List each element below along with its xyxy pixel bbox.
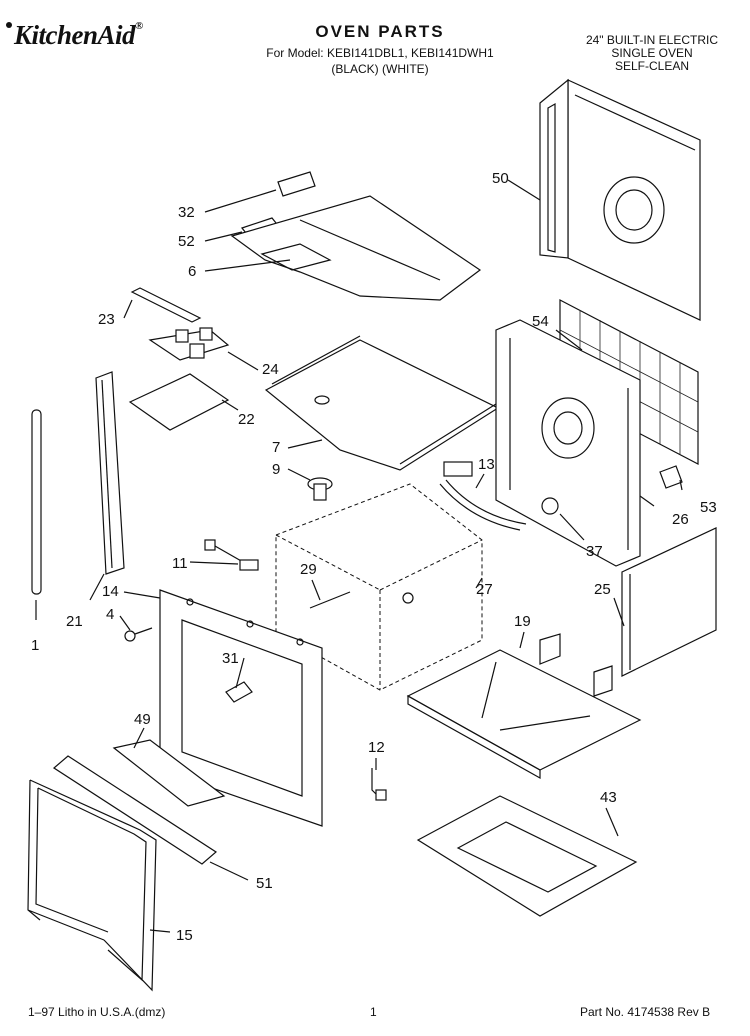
part-label-31: 31 [222, 650, 239, 667]
footer-page-number: 1 [370, 1005, 377, 1019]
door-trim-drawing [53, 755, 217, 865]
part-label-51: 51 [256, 875, 273, 892]
part-label-26: 26 [672, 511, 689, 528]
insulation-pad-drawing [128, 373, 230, 431]
switch-assembly-drawing [148, 327, 230, 361]
part-label-4: 4 [106, 606, 114, 623]
logo-bullet-icon [6, 22, 12, 28]
part-label-29: 29 [300, 561, 317, 578]
brand-logo: KitchenAid® [14, 20, 143, 51]
part-label-14: 14 [102, 583, 119, 600]
side-panel-drawing [621, 527, 717, 677]
part-label-7: 7 [272, 439, 280, 456]
footer-part-number: Part No. 4174538 Rev B [580, 1005, 711, 1019]
top-panel-drawing [230, 171, 482, 301]
model-numbers: For Model: KEBI141DBL1, KEBI141DWH1 [266, 46, 494, 60]
product-description-line-2: SINGLE OVEN [611, 46, 693, 60]
part-label-37: 37 [586, 543, 603, 560]
leader-lines [35, 179, 683, 933]
part-label-11: 11 [172, 555, 188, 572]
front-frame-drawing [159, 589, 323, 827]
clip-drawing [659, 465, 683, 489]
part-label-25: 25 [594, 581, 611, 598]
part-label-49: 49 [134, 711, 151, 728]
part-label-52: 52 [178, 233, 195, 250]
footer-print-info: 1–97 Litho in U.S.A.(dmz) [28, 1005, 166, 1019]
part-label-1: 1 [31, 637, 39, 654]
fan-blade-drawing [541, 497, 559, 515]
vent-tube-drawing [31, 409, 42, 595]
product-description-line-1: 24" BUILT-IN ELECTRIC [585, 33, 719, 47]
bake-element-drawing [439, 461, 527, 531]
part-label-15: 15 [176, 927, 193, 944]
part-label-13: 13 [478, 456, 495, 473]
part-label-43: 43 [600, 789, 617, 806]
part-label-22: 22 [238, 411, 255, 428]
part-label-32: 32 [178, 204, 195, 221]
part-label-54: 54 [532, 313, 549, 330]
light-socket-drawing [225, 681, 253, 703]
part-label-24: 24 [262, 361, 279, 378]
part-label-12: 12 [368, 739, 385, 756]
hinge-clip-drawing [371, 768, 387, 801]
logo-trademark: ® [135, 20, 143, 32]
oven-top-wrap-drawing [264, 335, 500, 471]
part-label-27: 27 [476, 581, 493, 598]
rear-panel-drawing [539, 78, 701, 321]
part-label-23: 23 [98, 311, 115, 328]
side-trim-drawing [95, 371, 125, 575]
vent-trim-drawing [112, 739, 226, 807]
part-label-6: 6 [188, 263, 196, 280]
part-label-53: 53 [700, 499, 717, 516]
model-colors: (BLACK) (WHITE) [331, 62, 429, 76]
part-label-21: 21 [66, 613, 83, 630]
sensor-drawing [204, 539, 259, 571]
door-gasket-drawing [27, 779, 157, 992]
part-label-50: 50 [492, 170, 509, 187]
bottom-panel-drawing [406, 633, 642, 780]
product-description-line-3: SELF-CLEAN [614, 59, 690, 73]
page-title: OVEN PARTS [315, 22, 445, 41]
bottom-tray-drawing [416, 795, 638, 917]
part-label-9: 9 [272, 461, 280, 478]
part-label-19: 19 [514, 613, 531, 630]
bracket-drawing [130, 287, 202, 323]
convection-frame-drawing [495, 319, 641, 567]
logo-text: KitchenAid [14, 20, 136, 50]
screw-drawing [124, 627, 153, 642]
